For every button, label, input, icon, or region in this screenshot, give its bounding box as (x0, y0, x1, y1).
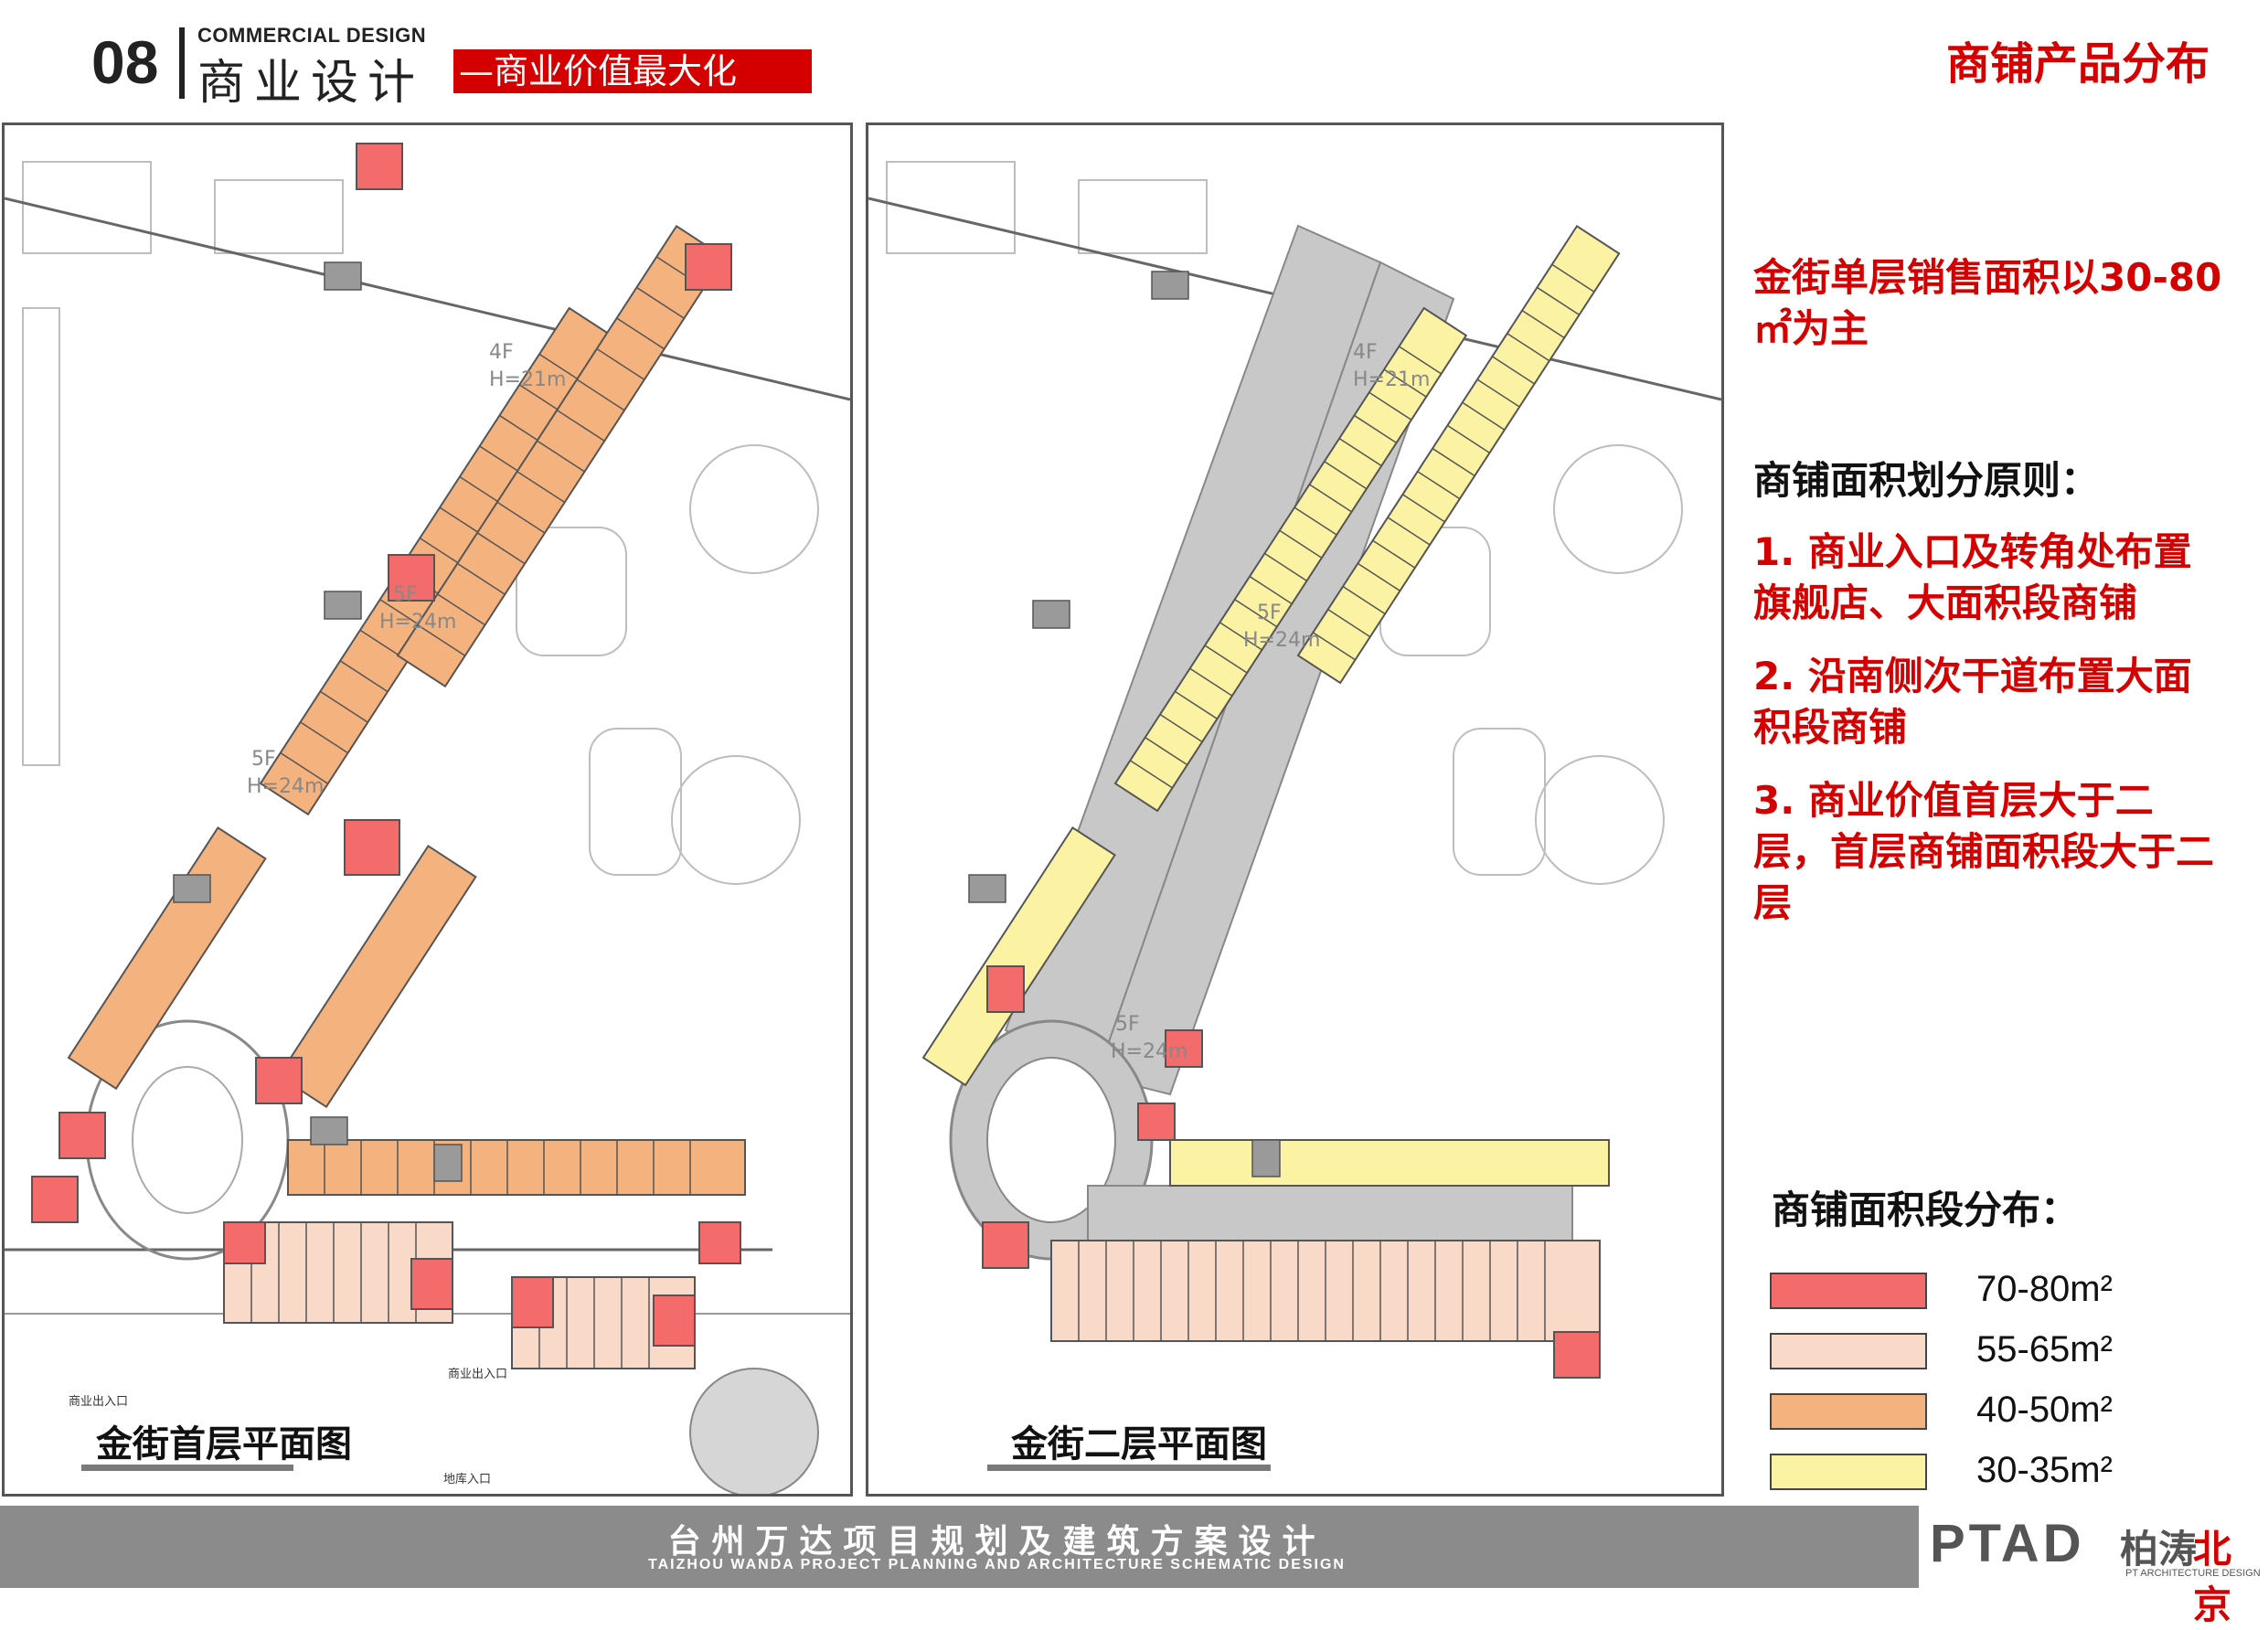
footer-bar: 台州万达项目规划及建筑方案设计 TAIZHOU WANDA PROJECT PL… (0, 1506, 2268, 1588)
section-title-en: COMMERCIAL DESIGN (197, 24, 427, 47)
second-floor-title-underline (987, 1465, 1271, 1471)
ground-floor-title-underline (81, 1465, 293, 1471)
plan-panel-second-floor: 4F H=21m 5F H=24m 5F H=24m 金街二层平面图 (866, 123, 1724, 1497)
svg-text:商业出入口: 商业出入口 (69, 1395, 128, 1409)
second-floor-plan-drawing: 4F H=21m 5F H=24m 5F H=24m (868, 161, 1721, 1379)
logo-cn-name: 柏涛 (2120, 1527, 2198, 1571)
svg-text:H=24m: H=24m (1111, 1040, 1187, 1063)
section-number: 08 (91, 28, 159, 96)
svg-text:5F: 5F (251, 748, 276, 771)
headline-text: 金街单层销售面积以30-80㎡为主 (1753, 255, 2222, 351)
section-tagline: —商业价值最大化 (453, 49, 812, 93)
legend-label-70-80: 70-80m² (1976, 1269, 2113, 1309)
second-floor-plan-title: 金街二层平面图 (1011, 1423, 1267, 1465)
svg-text:商业出入口: 商业出入口 (448, 1368, 507, 1381)
svg-text:H=24m: H=24m (247, 775, 324, 798)
svg-text:H=21m: H=21m (1353, 368, 1430, 391)
legend-swatch-40-50 (1770, 1393, 1927, 1430)
principle-2: 2. 沿南侧次干道布置大面积段商铺 (1753, 654, 2192, 750)
logo-subtitle: PT ARCHITECTURE DESIGN (2125, 1568, 2261, 1579)
svg-text:5F: 5F (1115, 1013, 1140, 1036)
svg-text:H=24m: H=24m (1243, 629, 1320, 652)
plan-panel-ground-floor: 4F H=21m 5F H=24m 5F H=24m 商业出入口 商业出入口 地… (2, 123, 853, 1497)
logo-wordmark: PTAD (1930, 1514, 2085, 1573)
legend-title: 商铺面积段分布： (1772, 1188, 2080, 1232)
principle-3: 3. 商业价值首层大于二层，首层商铺面积段大于二层 (1753, 778, 2215, 925)
company-logo: PTAD 柏涛 北京 PT ARCHITECTURE DESIGN (1919, 1506, 2268, 1627)
footer-title-en: TAIZHOU WANDA PROJECT PLANNING AND ARCHI… (648, 1557, 1346, 1572)
legend-label-30-35: 30-35m² (1976, 1450, 2113, 1490)
svg-text:5F: 5F (393, 583, 418, 606)
page-title: 商铺产品分布 (1945, 38, 2209, 90)
footer-title-cn: 台州万达项目规划及建筑方案设计 (667, 1523, 1326, 1561)
principle-title: 商铺面积划分原则： (1753, 458, 2100, 503)
section-title-cn: 商业设计 (197, 56, 425, 111)
svg-text:4F: 4F (1353, 341, 1378, 364)
svg-text:地库入口: 地库入口 (443, 1472, 491, 1486)
legend-label-55-65: 55-65m² (1976, 1329, 2113, 1369)
ground-floor-plan-drawing: 4F H=21m 5F H=24m 5F H=24m 商业出入口 商业出入口 地… (5, 143, 850, 1494)
svg-text:H=24m: H=24m (379, 611, 456, 634)
legend-swatch-30-35 (1770, 1454, 1927, 1490)
svg-text:5F: 5F (1257, 602, 1282, 624)
ground-floor-plan-title: 金街首层平面图 (96, 1423, 352, 1465)
legend-swatch-70-80 (1770, 1273, 1927, 1309)
principle-1: 1. 商业入口及转角处布置旗舰店、大面积段商铺 (1753, 529, 2192, 625)
legend-swatch-55-65 (1770, 1333, 1927, 1369)
header-divider (179, 27, 185, 99)
block-label-4f: 4F (489, 341, 514, 364)
block-height-4f: H=21m (489, 368, 566, 391)
legend-label-40-50: 40-50m² (1976, 1390, 2113, 1430)
legend: 70-80m² 55-65m² 40-50m² 30-35m² (1770, 1269, 2227, 1501)
